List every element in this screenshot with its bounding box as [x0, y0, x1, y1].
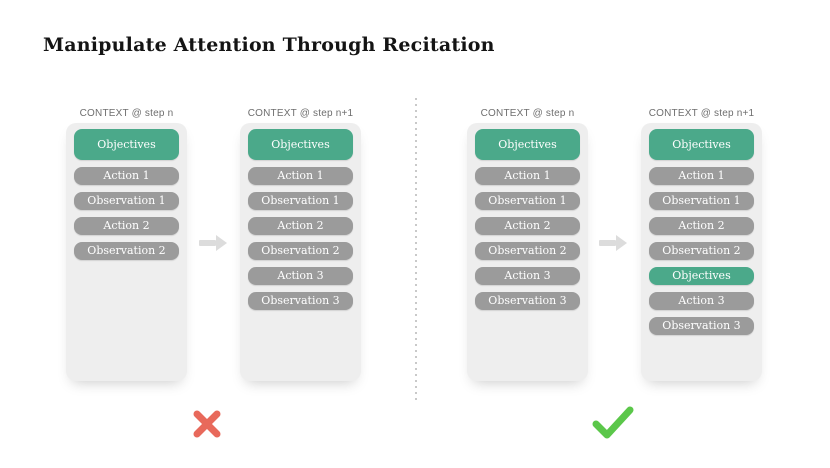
context-item-action-2: Action 2 — [74, 217, 179, 235]
page-title: Manipulate Attention Through Recitation — [43, 34, 495, 56]
check-icon — [592, 406, 634, 439]
context-item-objectives: Objectives — [248, 129, 353, 160]
context-column-header: CONTEXT @ step n — [79, 108, 174, 119]
context-item-observation-2: Observation 2 — [475, 242, 580, 260]
context-item-observation-1: Observation 1 — [74, 192, 179, 210]
context-item-observation-2: Observation 2 — [74, 242, 179, 260]
context-item-action-2: Action 2 — [248, 217, 353, 235]
vertical-dotted-divider — [415, 98, 417, 402]
context-item-action-3: Action 3 — [248, 267, 353, 285]
context-column-header: CONTEXT @ step n — [480, 108, 575, 119]
context-item-objectives: Objectives — [475, 129, 580, 160]
context-item-observation-2: Observation 2 — [248, 242, 353, 260]
context-column-header: CONTEXT @ step n+1 — [247, 108, 354, 119]
right-arrow-shaft — [599, 240, 616, 246]
context-item-action-2: Action 2 — [475, 217, 580, 235]
context-item-objectives: Objectives — [649, 129, 754, 160]
right-arrow-shaft — [199, 240, 216, 246]
context-item-action-1: Action 1 — [649, 167, 754, 185]
right-arrow-icon — [599, 235, 627, 251]
right-arrow-icon — [199, 235, 227, 251]
context-column-header: CONTEXT @ step n+1 — [648, 108, 755, 119]
right-arrow-head — [216, 235, 227, 251]
context-item-objectives: Objectives — [649, 267, 754, 285]
context-item-objectives: Objectives — [74, 129, 179, 160]
cross-icon — [193, 410, 221, 438]
context-item-action-3: Action 3 — [475, 267, 580, 285]
context-item-observation-2: Observation 2 — [649, 242, 754, 260]
context-item-observation-1: Observation 1 — [649, 192, 754, 210]
right-arrow-head — [616, 235, 627, 251]
context-item-observation-1: Observation 1 — [248, 192, 353, 210]
context-item-observation-3: Observation 3 — [475, 292, 580, 310]
context-item-observation-3: Observation 3 — [248, 292, 353, 310]
context-item-action-1: Action 1 — [74, 167, 179, 185]
context-item-action-1: Action 1 — [248, 167, 353, 185]
context-item-action-3: Action 3 — [649, 292, 754, 310]
context-item-action-2: Action 2 — [649, 217, 754, 235]
context-item-action-1: Action 1 — [475, 167, 580, 185]
context-item-observation-1: Observation 1 — [475, 192, 580, 210]
context-item-observation-3: Observation 3 — [649, 317, 754, 335]
